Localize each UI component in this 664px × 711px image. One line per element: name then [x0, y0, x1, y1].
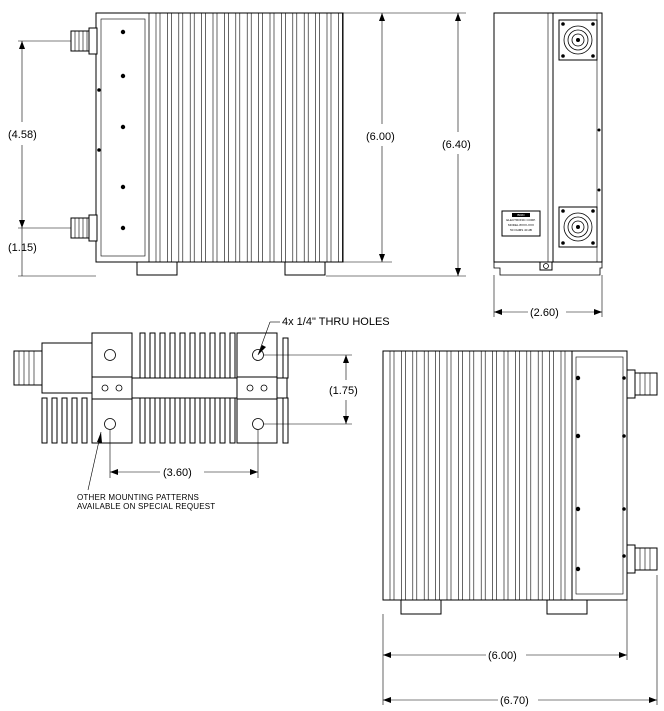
- front-view: (4.58) (1.15) (6.00) (6.40): [8, 12, 471, 277]
- note-thru-holes: 4x 1/4" THRU HOLES: [282, 316, 390, 328]
- fin: [71, 397, 78, 444]
- bottom-view-end-cap: [571, 350, 628, 601]
- bottom-view-foot-left: [400, 599, 442, 615]
- fin: [159, 397, 166, 444]
- dim-label-side-width: (2.60): [530, 307, 559, 319]
- fin: [282, 397, 289, 444]
- end-dim-hole-horizontal: [109, 430, 259, 478]
- end-view: (1.75) (3.60) 4x 1/4" THRU HOLES OTHER M…: [13, 316, 390, 511]
- front-view-body: [95, 12, 344, 263]
- dim-label-bottom-body-width: (6.00): [488, 650, 517, 662]
- bottom-dim-overall-width: [383, 575, 658, 705]
- fin: [219, 397, 226, 444]
- fin: [139, 397, 146, 444]
- fin: [169, 332, 176, 379]
- bottom-view-connector-bottom: [626, 544, 658, 574]
- dim-label-hole-vertical: (1.75): [329, 385, 358, 397]
- fin: [169, 397, 176, 444]
- note-mounting-line1: OTHER MOUNTING PATTERNS: [77, 493, 199, 502]
- front-dim-body-height: [343, 12, 392, 263]
- front-view-end-cap: [95, 12, 150, 263]
- fin: [209, 332, 216, 379]
- fin: [51, 397, 58, 444]
- bottom-view-foot-right: [546, 599, 588, 615]
- fin: [41, 397, 48, 444]
- nameplate-brand: BIRD: [517, 213, 525, 217]
- fin: [159, 332, 166, 379]
- dim-label-connector-spacing: (4.58): [8, 129, 37, 141]
- fin: [179, 332, 186, 379]
- end-dim-hole-vertical: [264, 354, 352, 425]
- side-view-feet: [493, 261, 603, 276]
- fin: [209, 397, 216, 444]
- front-view-end-cap-inner: [100, 18, 146, 257]
- fin: [199, 332, 206, 379]
- fin: [61, 397, 68, 444]
- front-dim-connector-spacing: [18, 40, 71, 229]
- fin: [219, 332, 226, 379]
- front-view-screws: [97, 29, 126, 231]
- side-view: BIRD ELECTRONIC CORP. MODEL 8XXX-XXX 50 …: [493, 12, 603, 319]
- bottom-view-screws: [575, 375, 626, 572]
- note-mounting-line2: AVAILABLE ON SPECIAL REQUEST: [77, 502, 215, 511]
- end-view-connector: [13, 342, 93, 394]
- nameplate: BIRD ELECTRONIC CORP. MODEL 8XXX-XXX 50 …: [501, 210, 541, 237]
- nameplate-line3: 50 OHMS 40 dB: [510, 228, 532, 232]
- end-view-fins-bottom: [41, 397, 289, 444]
- fin: [229, 332, 236, 379]
- front-view-connector-bottom: [70, 214, 98, 242]
- front-dim-bottom-offset: [18, 228, 96, 277]
- dim-label-bottom-overall-width: (6.70): [500, 695, 529, 707]
- fin: [149, 332, 156, 379]
- fin: [81, 397, 88, 444]
- fin: [282, 337, 289, 379]
- leader-thru-holes: [257, 321, 280, 356]
- fin: [179, 397, 186, 444]
- dim-label-hole-horizontal: (3.60): [163, 467, 192, 479]
- dim-label-bottom-offset: (1.15): [8, 242, 37, 254]
- bottom-dim-body-width: [382, 600, 628, 705]
- bottom-view-connector-top: [626, 369, 658, 399]
- end-view-mount-block-right: [236, 332, 278, 444]
- front-view-foot-left: [136, 261, 178, 276]
- bottom-view-heatsink-fins: [389, 351, 566, 600]
- dim-label-overall-height: (6.40): [442, 139, 471, 151]
- side-dim-width: [493, 275, 603, 317]
- fin: [189, 332, 196, 379]
- front-view-foot-right: [284, 261, 326, 276]
- side-view-connector-top: [558, 19, 598, 61]
- nameplate-line1: ELECTRONIC CORP.: [506, 218, 535, 222]
- fin: [149, 397, 156, 444]
- front-view-heatsink-fins: [155, 13, 343, 262]
- dim-label-body-height: (6.00): [366, 131, 395, 143]
- front-dim-overall-height: [326, 12, 466, 277]
- fin: [199, 397, 206, 444]
- leader-mounting-patterns: [87, 431, 102, 491]
- end-view-mount-block-left: [91, 332, 133, 444]
- fin: [229, 397, 236, 444]
- fin: [189, 397, 196, 444]
- front-view-connector-top: [70, 27, 98, 55]
- side-view-connector-bottom: [558, 206, 598, 248]
- bottom-view: (6.00) (6.70): [382, 350, 658, 707]
- nameplate-line2: MODEL 8XXX-XXX: [508, 223, 534, 227]
- fin: [139, 332, 146, 379]
